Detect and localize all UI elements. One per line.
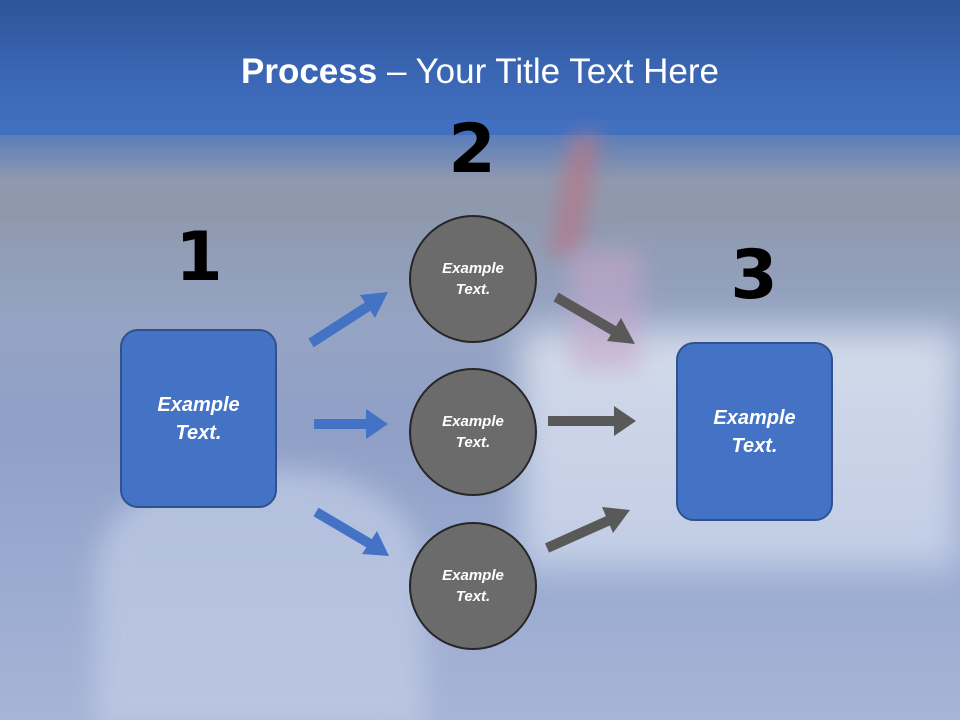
start-box: Example Text. — [120, 329, 277, 508]
circle-bottom: Example Text. — [409, 522, 537, 650]
arrow-from-bottom-head — [602, 507, 630, 533]
circle-bottom-label: Example Text. — [442, 567, 504, 605]
arrow-to-center-head — [366, 409, 388, 439]
arrow-from-top-head — [607, 318, 635, 344]
start-box-label: Example Text. — [157, 393, 240, 444]
step-number-2: 2 — [448, 110, 496, 189]
arrow-from-bottom-shaft — [544, 514, 615, 553]
arrow-from-top-shaft — [553, 292, 619, 337]
title-bold: Process — [241, 52, 378, 91]
step-number-1: 1 — [175, 218, 223, 297]
arrow-to-top-shaft — [308, 300, 373, 348]
circle-top: Example Text. — [409, 215, 537, 343]
title-rest: – Your Title Text Here — [377, 52, 719, 91]
right-arrows — [544, 292, 636, 553]
arrow-to-top-head — [360, 292, 388, 318]
arrow-to-bottom-head — [362, 531, 389, 556]
arrow-from-center-head — [614, 406, 636, 436]
arrow-to-bottom-shaft — [313, 507, 375, 550]
end-box-label: Example Text. — [713, 406, 796, 457]
circle-center-label: Example Text. — [442, 413, 504, 451]
slide-title: Process – Your Title Text Here — [0, 52, 960, 92]
circle-top-label: Example Text. — [442, 260, 504, 298]
left-arrows — [308, 292, 389, 556]
circle-center: Example Text. — [409, 368, 537, 496]
end-box: Example Text. — [676, 342, 833, 521]
step-number-3: 3 — [730, 236, 778, 315]
